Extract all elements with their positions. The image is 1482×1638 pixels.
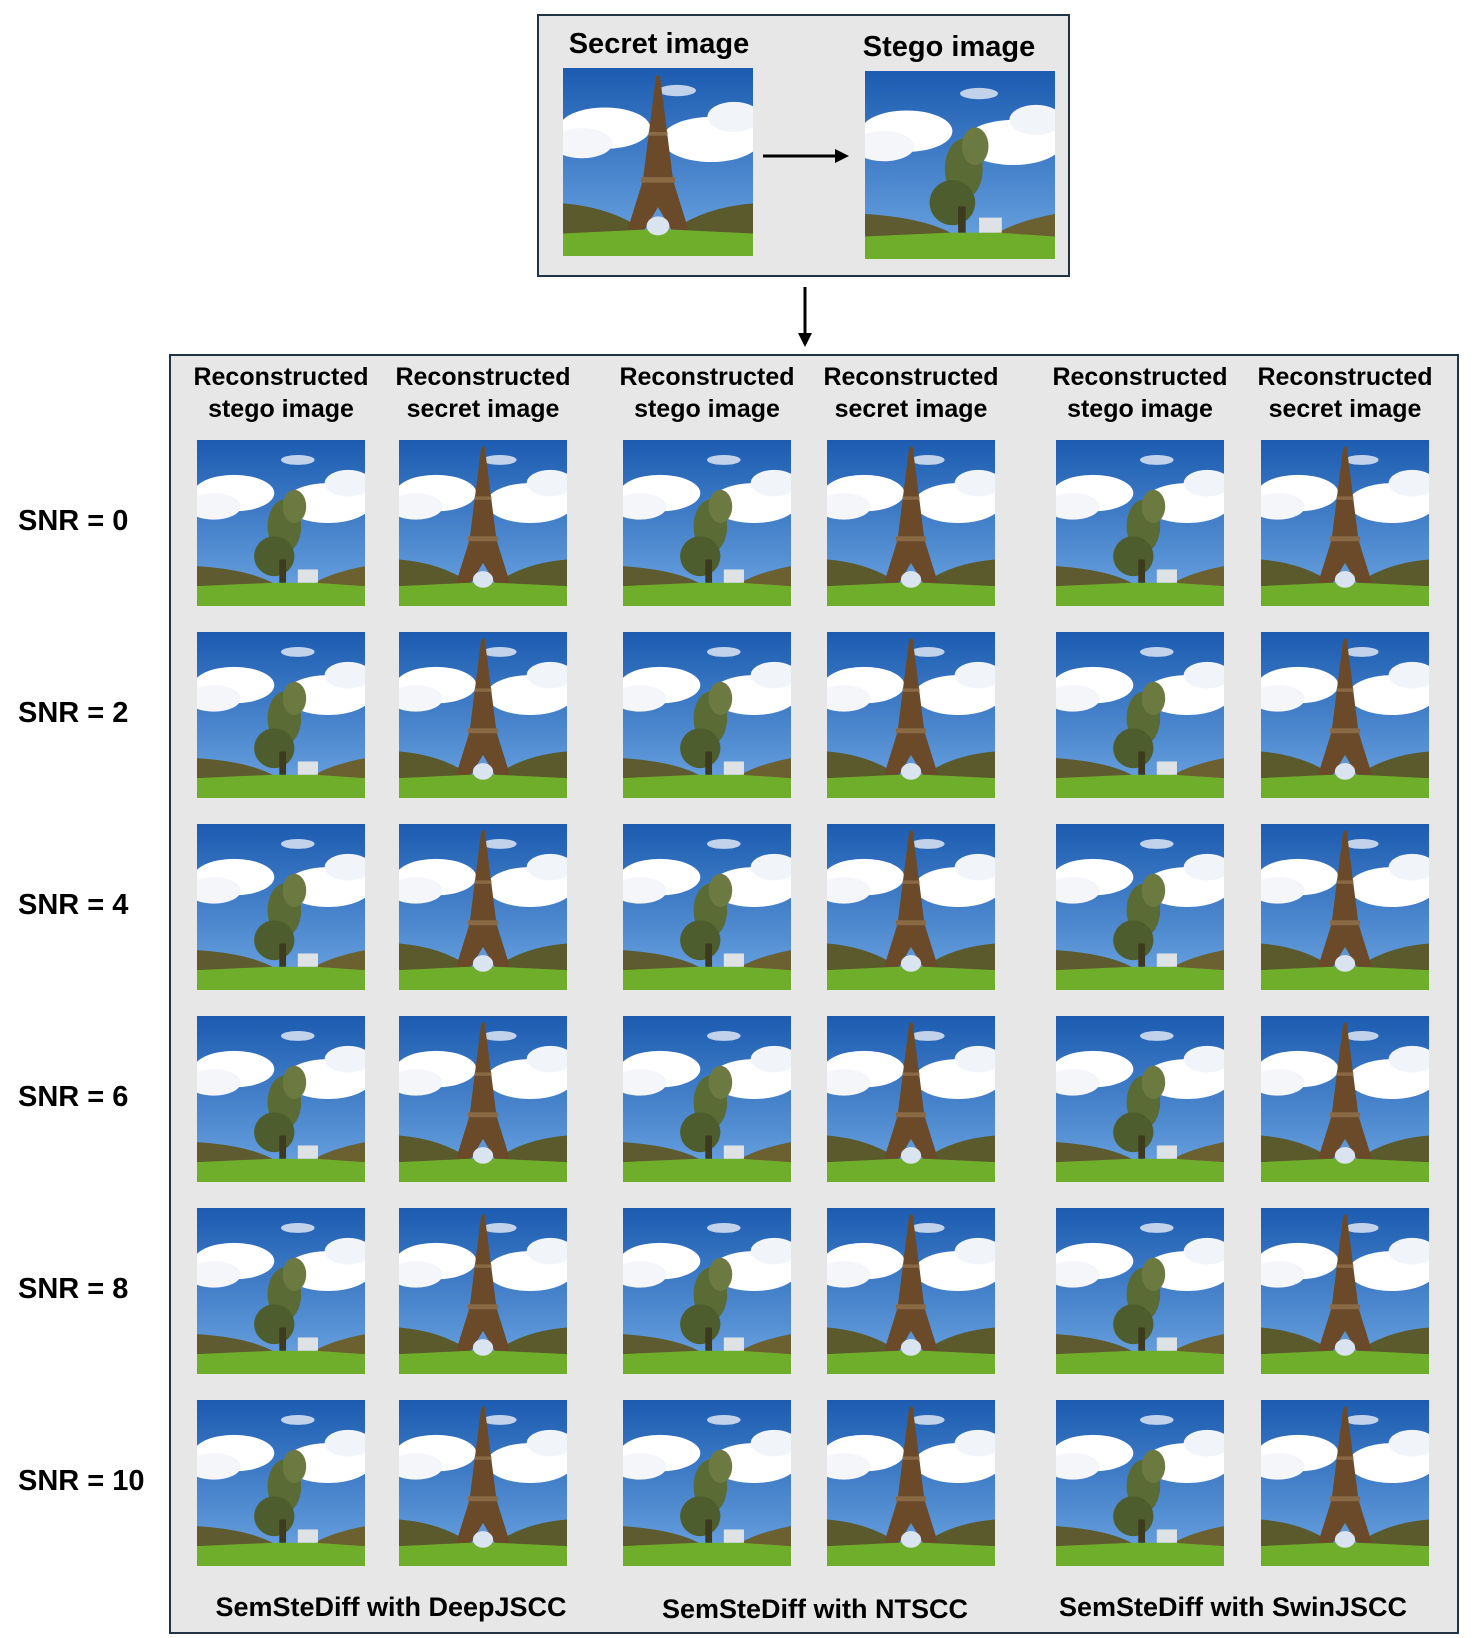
result-image — [1056, 1016, 1224, 1182]
result-image — [827, 1208, 995, 1374]
method-label: SemSteDiff with NTSCC — [661, 1594, 969, 1624]
snr-row-label: SNR = 2 — [18, 697, 129, 729]
secret-image — [563, 68, 753, 256]
snr-row-label: SNR = 8 — [18, 1273, 129, 1305]
result-image — [1056, 1400, 1224, 1566]
result-image — [399, 440, 567, 606]
column-header: Reconstructed stego image — [1052, 363, 1228, 423]
result-image — [197, 1016, 365, 1182]
result-image — [1056, 1208, 1224, 1374]
stego-image — [865, 71, 1055, 259]
secret-image-label: Secret image — [568, 28, 750, 60]
stego-image-label: Stego image — [862, 31, 1036, 63]
snr-row-label: SNR = 6 — [18, 1081, 129, 1113]
method-label: SemSteDiff with DeepJSCC — [215, 1592, 567, 1622]
result-image — [827, 632, 995, 798]
result-image — [197, 1400, 365, 1566]
result-image — [1261, 440, 1429, 606]
column-header: Reconstructed stego image — [193, 363, 369, 423]
result-image — [399, 1400, 567, 1566]
result-image — [623, 1208, 791, 1374]
snr-row-label: SNR = 10 — [18, 1465, 145, 1497]
arrow-right-icon — [763, 149, 849, 163]
result-image — [1056, 632, 1224, 798]
result-image — [827, 1400, 995, 1566]
result-image — [197, 440, 365, 606]
result-image — [827, 1016, 995, 1182]
result-image — [827, 824, 995, 990]
result-image — [623, 1400, 791, 1566]
result-image — [399, 1016, 567, 1182]
result-image — [1261, 632, 1429, 798]
result-image — [197, 1208, 365, 1374]
result-image — [1261, 1400, 1429, 1566]
result-image — [1056, 824, 1224, 990]
snr-row-label: SNR = 0 — [18, 505, 129, 537]
result-image — [197, 824, 365, 990]
column-header: Reconstructed secret image — [823, 363, 999, 423]
result-image — [623, 1016, 791, 1182]
result-image — [1261, 824, 1429, 990]
snr-row-label: SNR = 4 — [18, 889, 129, 921]
column-header: Reconstructed secret image — [395, 363, 571, 423]
result-image — [1261, 1016, 1429, 1182]
result-image — [623, 824, 791, 990]
result-image — [623, 440, 791, 606]
result-image — [399, 824, 567, 990]
column-header: Reconstructed stego image — [619, 363, 795, 423]
result-image — [1056, 440, 1224, 606]
results-panel — [169, 354, 1459, 1634]
input-panel: Secret image Stego image — [537, 14, 1070, 277]
method-label: SemSteDiff with SwinJSCC — [1058, 1592, 1408, 1622]
result-image — [1261, 1208, 1429, 1374]
result-image — [827, 440, 995, 606]
result-image — [197, 632, 365, 798]
result-image — [623, 632, 791, 798]
result-image — [399, 632, 567, 798]
result-image — [399, 1208, 567, 1374]
column-header: Reconstructed secret image — [1257, 363, 1433, 423]
arrow-down-icon — [798, 287, 812, 347]
